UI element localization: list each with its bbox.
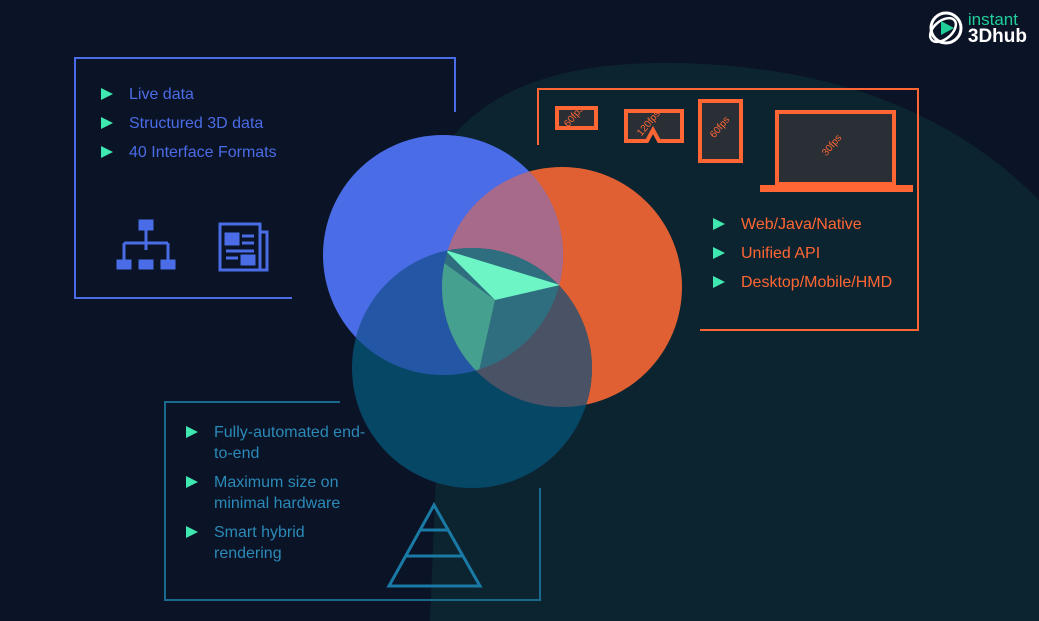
list-item: Desktop/Mobile/HMD <box>713 272 892 293</box>
arrow-icon <box>713 218 725 230</box>
instant3dhub-logo: instant 3Dhub <box>926 8 1027 48</box>
center-highlight <box>445 250 560 300</box>
list-item: Unified API <box>713 243 892 264</box>
vr-headset-icon <box>624 109 684 143</box>
arrow-icon <box>101 88 113 100</box>
arrow-icon <box>186 476 198 488</box>
phone-icon <box>555 106 598 130</box>
list-item: Maximum size on minimal hardware <box>186 472 366 514</box>
platform-features-list: Web/Java/Native Unified API Desktop/Mobi… <box>713 214 892 301</box>
list-item: Smart hybrid rendering <box>186 522 366 564</box>
arrow-icon <box>101 117 113 129</box>
rendering-features-list: Fully-automated end-to-end Maximum size … <box>186 422 366 572</box>
list-item: 40 Interface Formats <box>101 142 277 163</box>
logo-mark-icon <box>928 11 963 45</box>
newspaper-icon <box>218 222 269 272</box>
data-features-list: Live data Structured 3D data 40 Interfac… <box>101 84 277 171</box>
laptop-icon <box>775 110 896 186</box>
tablet-icon <box>698 99 743 163</box>
hierarchy-icon <box>116 219 176 270</box>
arrow-icon <box>713 247 725 259</box>
list-item: Live data <box>101 84 277 105</box>
list-item: Web/Java/Native <box>713 214 892 235</box>
pyramid-icon <box>386 501 483 588</box>
arrow-icon <box>101 146 113 158</box>
list-item: Fully-automated end-to-end <box>186 422 366 464</box>
arrow-icon <box>186 526 198 538</box>
list-item: Structured 3D data <box>101 113 277 134</box>
arrow-icon <box>713 276 725 288</box>
arrow-icon <box>186 426 198 438</box>
